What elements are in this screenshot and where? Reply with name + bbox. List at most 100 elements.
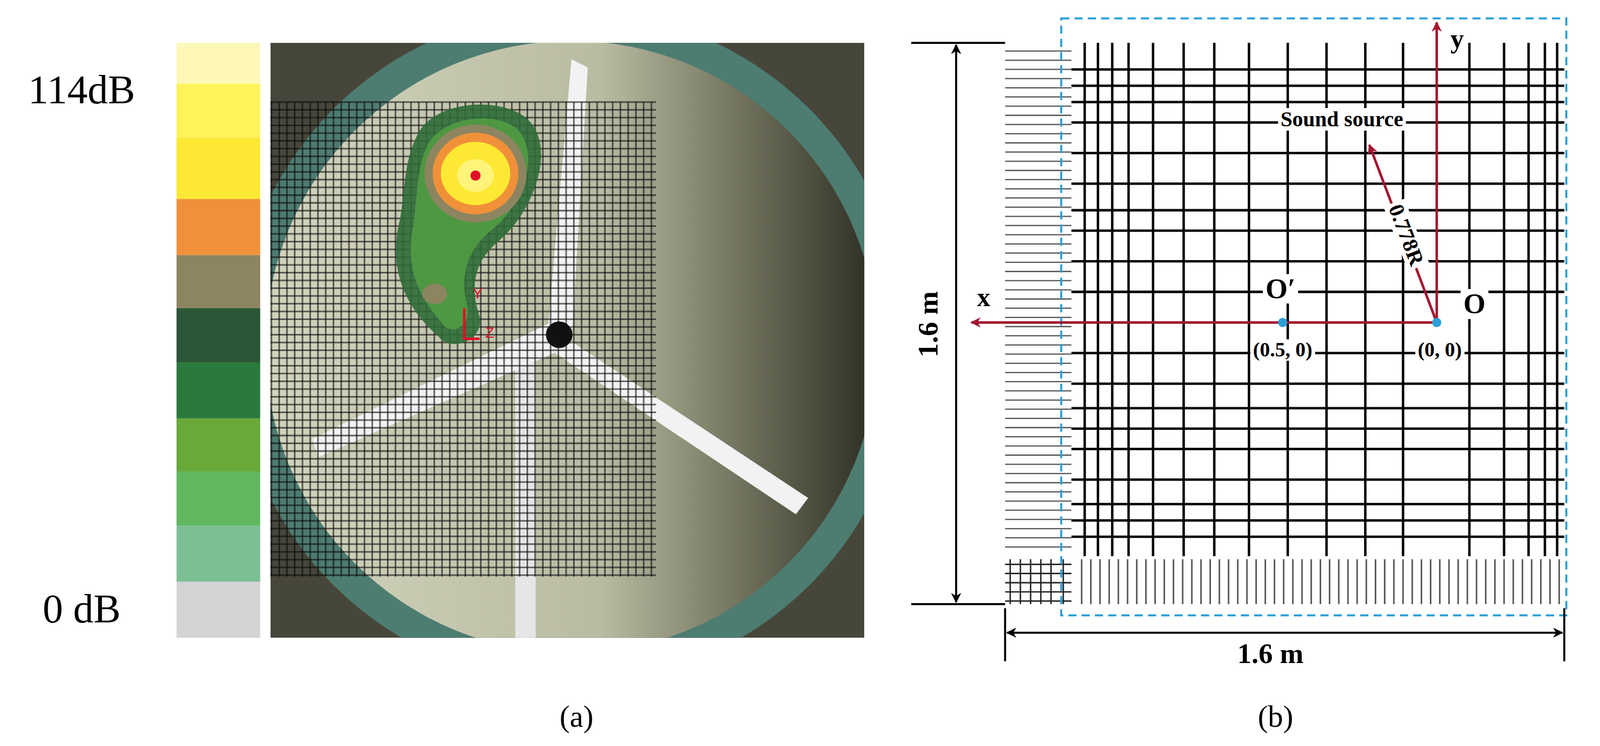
drawing-part [1117, 559, 1120, 605]
drawing-part [1246, 559, 1248, 605]
drawing-part [1071, 447, 1565, 451]
source-label: Sound source [1277, 108, 1406, 131]
color-band [176, 581, 261, 638]
drawing-part [270, 450, 657, 452]
dashed-region [1061, 18, 1567, 616]
drawing-part [1071, 478, 1565, 482]
drawing-part [1030, 559, 1032, 605]
noise-contour [432, 132, 519, 215]
panel-label: (b) [1257, 700, 1293, 733]
turbine-hub [545, 321, 573, 349]
drawing-part [1019, 559, 1022, 605]
drawing-part [1004, 473, 1072, 475]
drawing-part [1080, 559, 1083, 605]
drawing-part [1004, 233, 1072, 235]
dimension-tick [911, 41, 1005, 44]
drawing-part [270, 427, 657, 429]
drawing-part [270, 551, 657, 553]
peak-marker [470, 170, 481, 181]
tunnel-ring [270, 42, 865, 638]
drawing-part [1071, 100, 1565, 104]
drawing-part [1494, 559, 1496, 605]
drawing-part [1540, 559, 1542, 605]
drawing-part [1071, 503, 1565, 506]
color-band [176, 42, 261, 84]
dimension-line [955, 44, 958, 603]
dimension-tick [1003, 608, 1007, 662]
tunnel-interior [270, 42, 865, 638]
color-band [176, 137, 261, 199]
microphone-grid [270, 102, 657, 577]
drawing-part [1237, 559, 1239, 605]
drawing-part [1356, 559, 1359, 605]
drawing-part [270, 403, 657, 406]
drawing-part [1365, 559, 1368, 605]
drawing-part [1392, 559, 1395, 605]
drawing-part [1438, 559, 1441, 605]
drawing-part [1420, 559, 1423, 605]
drawing-part [1512, 559, 1514, 605]
color-band [176, 525, 261, 582]
drawing-part [1218, 559, 1221, 605]
drawing-part [1503, 559, 1505, 605]
axis-label: x [974, 283, 994, 312]
offset-point [1277, 317, 1287, 327]
drawing-part [1004, 206, 1072, 208]
drawing-part [1319, 559, 1322, 605]
drawing-part [1558, 559, 1560, 605]
drawing-part [270, 356, 657, 359]
dimension-line [1007, 631, 1563, 634]
drawing-part [270, 489, 657, 491]
drawing-part [1374, 559, 1377, 605]
drawing-part [1090, 559, 1092, 605]
axis-label: y [1448, 24, 1467, 53]
drawing-part [270, 458, 657, 460]
drawing-part [270, 543, 657, 545]
drawing-part [1457, 559, 1460, 605]
drawing-part [270, 395, 657, 398]
drawing-part [1182, 559, 1184, 605]
drawing-part [270, 465, 657, 468]
drawing-part [1004, 114, 1072, 116]
drawing-part [1071, 209, 1565, 212]
drawing-part [1402, 559, 1405, 605]
drawing-part [270, 380, 657, 383]
drawing-part [1071, 406, 1565, 410]
drawing-part [1328, 559, 1331, 605]
drawing-part [1004, 142, 1072, 144]
drawing-part [1004, 169, 1072, 171]
drawing-part [1004, 288, 1072, 291]
panel-label: (a) [559, 700, 594, 733]
drawing-part [1200, 559, 1202, 605]
point-label: O′ [1262, 273, 1299, 304]
drawing-part [1009, 559, 1011, 605]
drawing-part [1004, 381, 1072, 383]
drawing-part [1429, 559, 1432, 605]
drawing-part [270, 481, 657, 483]
drawing-part [1292, 559, 1294, 605]
colorbar-max: 114dB [28, 68, 136, 112]
drawing-part [1145, 559, 1147, 605]
drawing-part [1282, 559, 1285, 605]
drawing-part [1071, 535, 1565, 539]
drawing-part [270, 512, 657, 514]
color-band [176, 255, 261, 309]
drawing-part [1071, 67, 1565, 71]
drawing-part [1071, 229, 1565, 233]
drawing-part [270, 473, 657, 476]
dimension-label: 1.6 m [1234, 638, 1307, 669]
local-axes [464, 308, 480, 339]
drawing-part [270, 520, 657, 522]
coordinate-label: (0, 0) [1414, 339, 1465, 361]
drawing-part [1411, 559, 1414, 605]
drawing-part [1071, 382, 1565, 386]
point-label: O [1460, 288, 1489, 319]
drawing-part [1466, 559, 1469, 605]
color-bar [176, 42, 261, 638]
drawing-part [1126, 559, 1129, 605]
noise-contour [422, 283, 447, 304]
drawing-part [1071, 519, 1565, 522]
noise-contour [410, 118, 529, 330]
drawing-part [270, 418, 657, 421]
